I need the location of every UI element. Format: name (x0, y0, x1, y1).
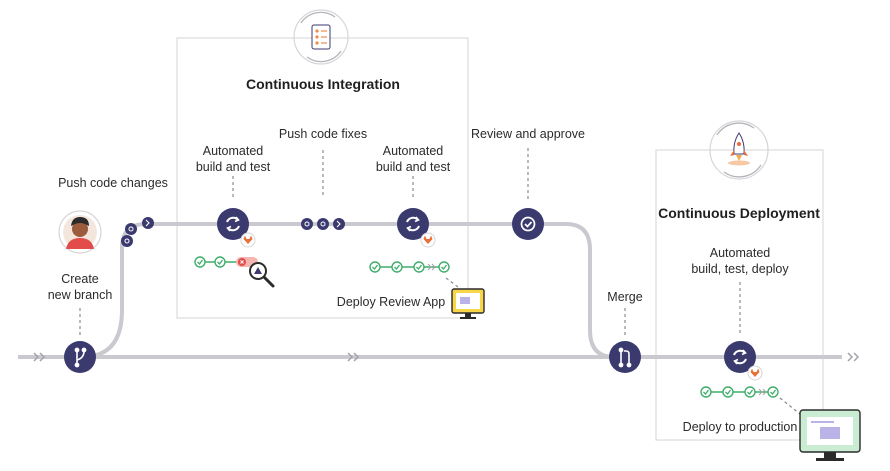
commit-icon (333, 218, 345, 230)
ci-title: Continuous Integration (246, 76, 400, 92)
gitlab-fox-icon (420, 232, 436, 248)
job-status-row-passed (369, 261, 450, 273)
commit-icon (125, 223, 137, 235)
monitor-icon (451, 288, 485, 319)
cd-title: Continuous Deployment (658, 205, 820, 221)
flow-arrow-icon (847, 352, 860, 362)
merge-icon (618, 347, 632, 368)
flow-arrow-icon (33, 352, 46, 362)
approve-node[interactable] (512, 208, 544, 240)
connector-line (445, 277, 463, 291)
merge-node[interactable] (609, 341, 641, 373)
label-review-approve: Review and approve (471, 127, 585, 141)
sync-icon (733, 349, 747, 365)
label-auto-deploy-a: Automated (709, 246, 771, 260)
label-auto-build-1b: build and test (195, 160, 271, 174)
check-circle-icon (520, 216, 536, 232)
label-auto-build-2a: Automated (382, 144, 444, 158)
commit-icon (301, 218, 313, 230)
label-create-branch-1: Create (61, 272, 99, 286)
branch-icon (74, 347, 87, 368)
label-create-branch-2: new branch (47, 288, 113, 302)
checklist-icon (293, 9, 349, 65)
job-status-row-deploy (700, 386, 779, 398)
commit-icon (317, 218, 329, 230)
commit-icon (121, 235, 133, 247)
branch-node[interactable] (64, 341, 96, 373)
label-push-code-fixes: Push code fixes (278, 127, 368, 141)
commit-icon (142, 217, 154, 229)
label-push-code-changes: Push code changes (58, 176, 168, 190)
feature-branch-track (81, 222, 615, 359)
label-merge: Merge (607, 290, 643, 304)
job-status-row-failed (194, 256, 258, 268)
label-deploy-review-app: Deploy Review App (336, 295, 446, 309)
sync-icon (226, 216, 240, 232)
gitlab-fox-icon (747, 365, 763, 381)
label-auto-deploy-b: build, test, deploy (691, 262, 789, 276)
label-auto-build-1a: Automated (202, 144, 264, 158)
label-auto-build-2b: build and test (375, 160, 451, 174)
label-deploy-production: Deploy to production (682, 420, 798, 434)
cd-pipeline-node[interactable] (724, 341, 756, 373)
connector-line (779, 397, 801, 415)
gitlab-fox-icon (240, 232, 256, 248)
developer-avatar (58, 210, 102, 254)
magnifier-icon (249, 262, 275, 288)
sync-icon (406, 216, 420, 232)
rocket-icon (709, 120, 769, 180)
ci-pipeline-node-1[interactable] (217, 208, 249, 240)
ci-pipeline-node-2[interactable] (397, 208, 429, 240)
flow-arrow-icon (347, 352, 360, 362)
monitor-icon (799, 409, 861, 461)
